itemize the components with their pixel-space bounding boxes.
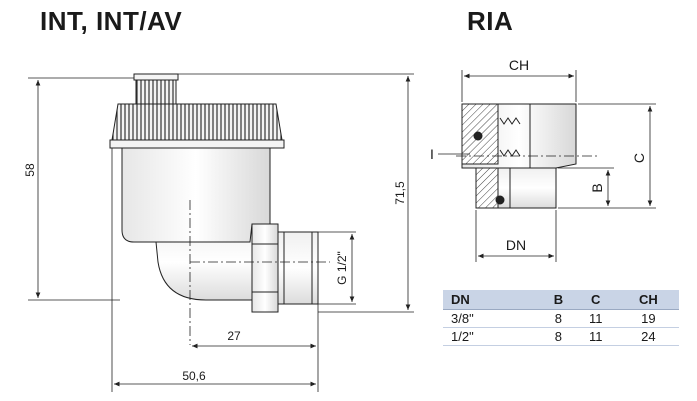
header-dn: DN	[443, 290, 544, 310]
table-row: 1/2" 8 11 24	[443, 327, 679, 346]
header-c: C	[573, 290, 618, 310]
cell-c: 11	[573, 327, 618, 346]
dim-50-6: 50,6	[182, 369, 206, 383]
dim-b: B	[589, 183, 605, 192]
cell-ch: 24	[617, 327, 679, 346]
header-ch: CH	[617, 290, 679, 310]
left-dimensions	[28, 73, 414, 392]
spec-header-row: DN B C CH	[443, 290, 679, 310]
title-ria: RIA	[467, 6, 514, 36]
cell-dn: 3/8"	[443, 309, 544, 328]
ria-drawing	[456, 103, 600, 209]
cell-b: 8	[543, 309, 574, 328]
dim-ch: CH	[509, 57, 529, 73]
dim-dn: DN	[506, 237, 526, 253]
dim-thread: G 1/2"	[335, 251, 349, 285]
dim-27: 27	[227, 329, 241, 343]
dim-58: 58	[23, 163, 37, 177]
cell-b: 8	[543, 327, 574, 346]
header-b: B	[543, 290, 574, 310]
right-dimensions	[438, 70, 656, 262]
cell-dn: 1/2"	[443, 327, 544, 346]
title-int: INT, INT/AV	[40, 6, 183, 36]
table-row: 3/8" 8 11 19	[443, 309, 679, 328]
dim-71-5: 71,5	[393, 181, 407, 205]
cell-ch: 19	[617, 309, 679, 328]
cell-c: 11	[573, 309, 618, 328]
dim-c: C	[631, 153, 647, 163]
label-i: I	[430, 146, 434, 162]
valve-drawing	[109, 73, 330, 345]
spec-table: DN B C CH 3/8" 8 11 19 1/2" 8 11 24	[443, 290, 679, 346]
